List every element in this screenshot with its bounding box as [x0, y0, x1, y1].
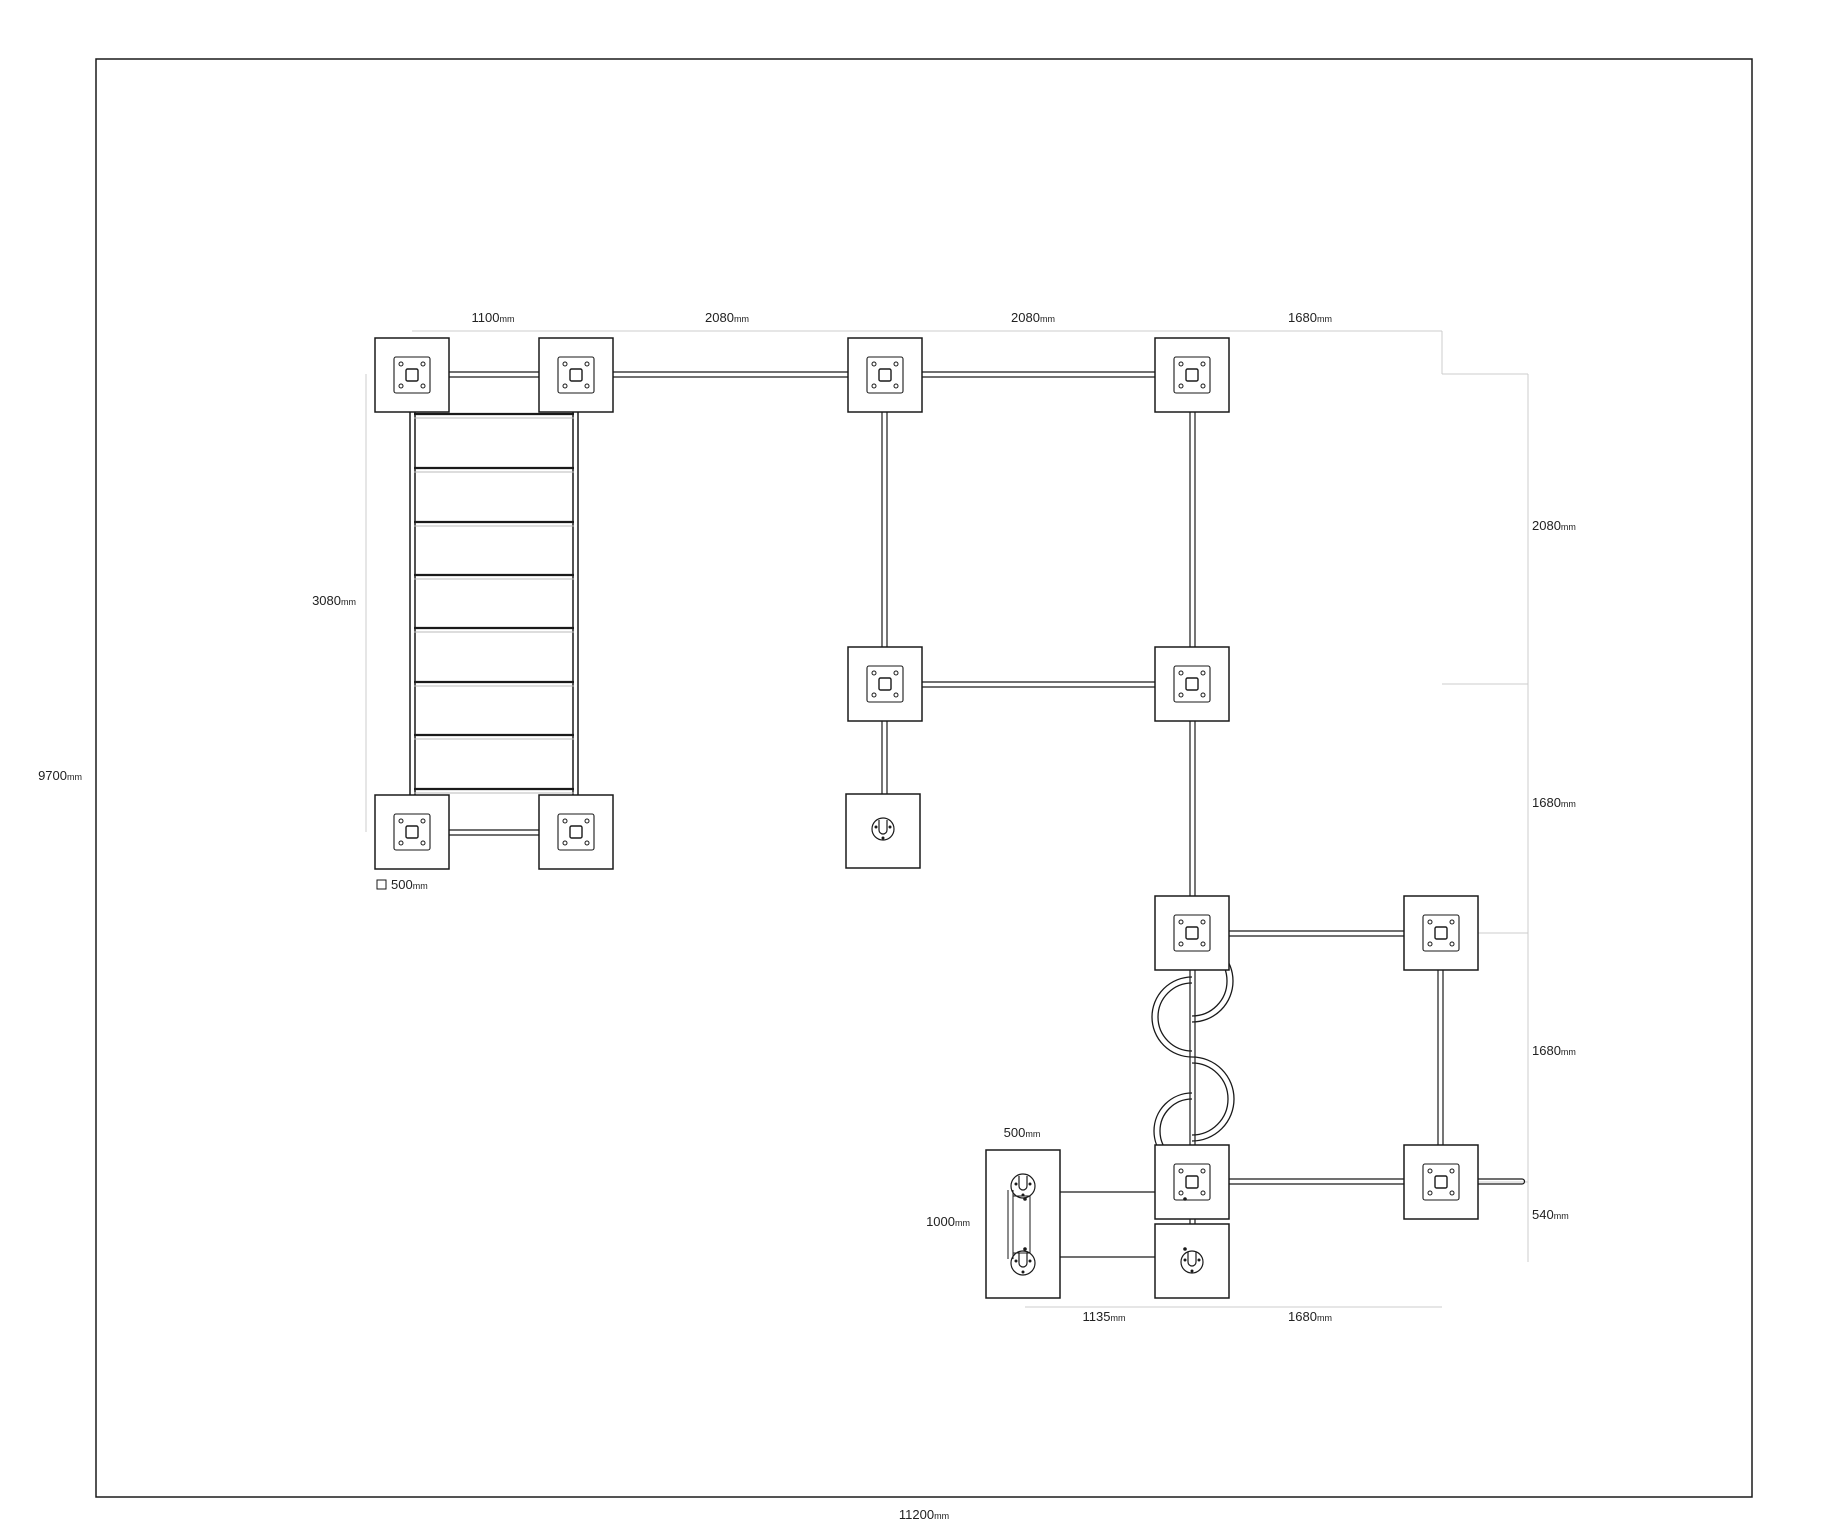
footing-3	[847, 337, 923, 413]
footing-size-label: 500mm	[391, 877, 428, 892]
footing-10	[1403, 895, 1479, 971]
footing-8	[538, 794, 614, 870]
footing-9	[1154, 895, 1230, 971]
footing-12	[1403, 1144, 1479, 1220]
spiral-climber	[1151, 939, 1235, 1170]
footings	[374, 337, 1479, 1220]
spiral-arc-2-inner	[1157, 982, 1193, 1052]
spiral-arc-2-outer	[1151, 976, 1193, 1058]
footing-2	[538, 337, 614, 413]
bench-footing	[985, 1149, 1187, 1299]
bar-end-cap	[1518, 1178, 1526, 1185]
footing-col4-bottom	[1154, 1223, 1230, 1299]
ladder-height-label: 3080mm	[312, 593, 356, 608]
right-dim-4-label: 540mm	[1532, 1207, 1569, 1222]
bench-width-label: 500mm	[1004, 1125, 1041, 1140]
bottom-dim-1-label: 1135mm	[1083, 1309, 1126, 1324]
footing-11	[1154, 1144, 1230, 1220]
overall-height-label: 9700mm	[38, 768, 82, 783]
right-dim-2-label: 1680mm	[1532, 795, 1576, 810]
footing-6	[1154, 646, 1230, 722]
top-dim-4-label: 1680mm	[1288, 310, 1332, 325]
footing-1	[374, 337, 450, 413]
footing-5	[847, 646, 923, 722]
site-boundary	[95, 58, 1753, 1498]
right-dim-3-label: 1680mm	[1532, 1043, 1576, 1058]
footing-7	[374, 794, 450, 870]
bottom-dim-2-label: 1680mm	[1288, 1309, 1332, 1324]
top-dim-3-label: 2080mm	[1011, 310, 1055, 325]
poles	[881, 354, 1444, 1262]
footing-col3-bottom	[845, 793, 921, 869]
top-dim-2-label: 2080mm	[705, 310, 749, 325]
spiral-arc-3-inner	[1191, 1062, 1229, 1136]
overall-width-label: 11200mm	[899, 1507, 949, 1522]
footing-4	[1154, 337, 1230, 413]
right-dim-1-label: 2080mm	[1532, 518, 1576, 533]
footing-legend-square	[376, 879, 387, 890]
ladder	[409, 375, 579, 832]
spiral-arc-3-outer	[1191, 1056, 1235, 1142]
bench-length-label: 1000mm	[926, 1214, 970, 1229]
top-dim-1-label: 1100mm	[472, 310, 515, 325]
